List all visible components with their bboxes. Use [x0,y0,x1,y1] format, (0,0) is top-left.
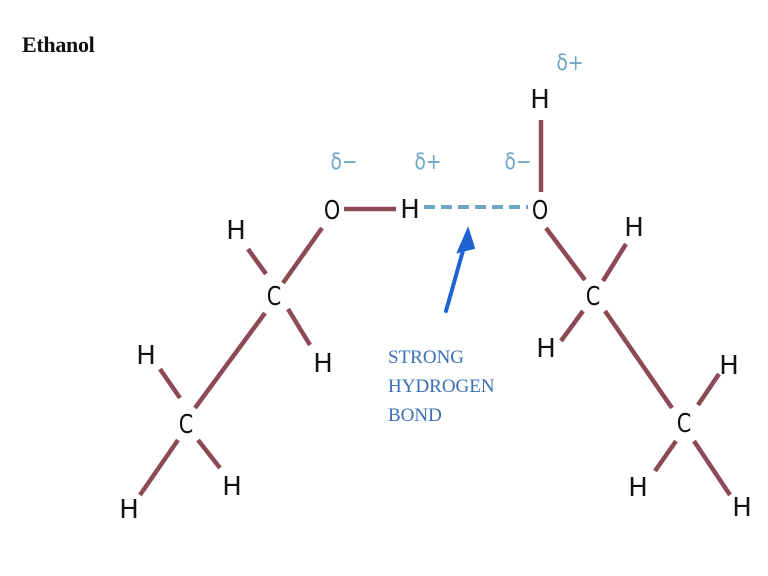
atom-hydrogen-c2-left-right: H [628,473,648,503]
label-line-1: STRONG [388,347,465,368]
atom-hydrogen-c2-left-left: H [136,341,156,371]
bond-c2-h-left-right [653,439,678,473]
bond-c1-o-left [281,226,324,285]
atom-hydrogen-c1-top-left: H [226,216,246,246]
bond-c1-h-bottom-left [286,307,312,347]
atom-hydrogen-c1-bottom-left: H [313,349,333,379]
bond-c1-c2-right [603,309,674,410]
bond-o-c1-right [544,226,587,282]
atom-hydrogen-hydroxyl-right: H [530,85,550,115]
atom-carbon-2-right: C [676,409,692,439]
bond-c1-c2-left [193,311,267,410]
bond-c2-h-left-left [158,367,182,400]
atom-hydrogen-hydroxyl-left: H [400,195,420,225]
atom-hydrogen-c2-bottom-right: H [732,493,752,523]
atom-hydrogen-c2-bottom-left: H [119,495,139,525]
label-line-3: BOND [388,405,442,426]
atom-carbon-1-right: C [585,282,601,312]
atom-carbon-1-left: C [266,282,282,312]
bond-c2-h-bottom-left [138,438,180,497]
atom-hydrogen-c2-top-right: H [719,351,739,381]
bond-c1-h-left-right [559,309,585,343]
label-line-2: HYDROGEN [388,376,495,397]
partial-charge-hydrogen-left: δ+ [414,150,442,175]
partial-charge-oxygen-right: δ− [504,150,532,175]
partial-charge-hydrogen-right: δ+ [556,51,584,76]
diagram-title: Ethanol [22,32,95,57]
bond-c2-h-top-right [696,372,721,407]
atom-hydrogen-c1-top-right: H [624,213,644,243]
atom-oxygen-right: O [531,196,549,226]
bond-c1-h-top-right [601,242,628,283]
bond-c2-h-right-left [196,438,222,470]
arrow-icon [444,226,476,313]
bond-c1-h-top-left [246,247,268,276]
atom-hydrogen-c2-right-left: H [222,472,242,502]
hydrogen-bond-label: STRONG HYDROGEN BOND [388,343,495,430]
atom-hydrogen-c1-left-right: H [536,334,556,364]
partial-charge-oxygen-left: δ− [330,150,358,175]
atom-oxygen-left: O [323,196,341,226]
atom-carbon-2-left: C [178,410,194,440]
bond-c2-h-bottom-right [692,439,732,497]
